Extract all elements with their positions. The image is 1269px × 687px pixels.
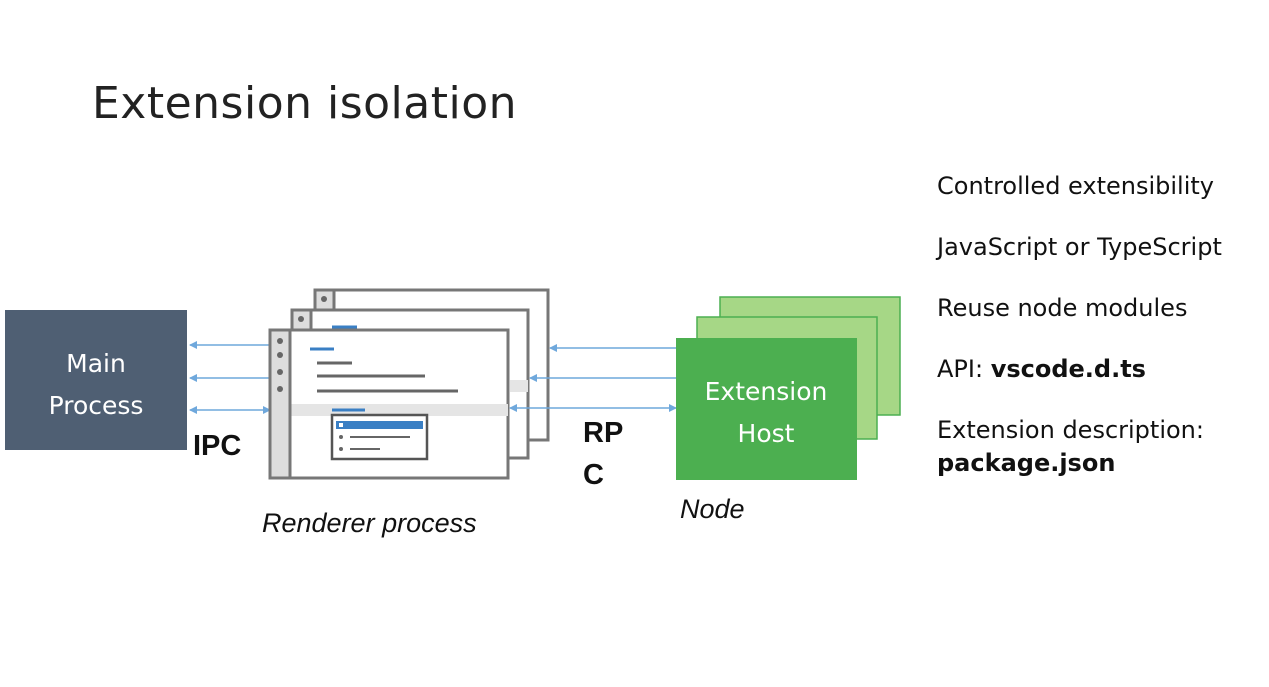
bullet-text: Extension description: (937, 416, 1204, 444)
ipc-label: IPC (193, 430, 241, 462)
feature-list: Controlled extensibility JavaScript or T… (937, 170, 1267, 508)
bullet-text: Controlled extensibility (937, 172, 1215, 200)
node-label: Node (680, 494, 745, 524)
slide-title: Extension isolation (92, 78, 518, 129)
main-process-label-line1: Main (66, 349, 126, 378)
bullet-bold-text: vscode.d.ts (990, 355, 1146, 383)
bullet-text: JavaScript or TypeScript (937, 233, 1222, 261)
extension-host-front (676, 338, 857, 480)
bullet-reuse-node-modules: Reuse node modules (937, 292, 1267, 325)
bullet-extension-description: Extension description: package.json (937, 414, 1267, 480)
bullet-text: Reuse node modules (937, 294, 1188, 322)
renderer-window-front (268, 328, 510, 480)
bullet-bold-text: package.json (937, 449, 1116, 477)
bullet-api: API: vscode.d.ts (937, 353, 1267, 386)
extension-host-label-line2: Host (738, 419, 795, 448)
rpc-label-line2: C (583, 459, 604, 491)
architecture-diagram: Main Process IPC Re (5, 288, 901, 538)
bullet-text: API: (937, 355, 991, 383)
extension-host-label-line1: Extension (705, 377, 828, 406)
main-process-label-line2: Process (49, 391, 144, 420)
renderer-process-label: Renderer process (262, 508, 477, 538)
rpc-label-line1: RP (583, 417, 623, 449)
bullet-javascript-typescript: JavaScript or TypeScript (937, 231, 1267, 264)
main-process-box (5, 310, 187, 450)
bullet-controlled-extensibility: Controlled extensibility (937, 170, 1267, 203)
